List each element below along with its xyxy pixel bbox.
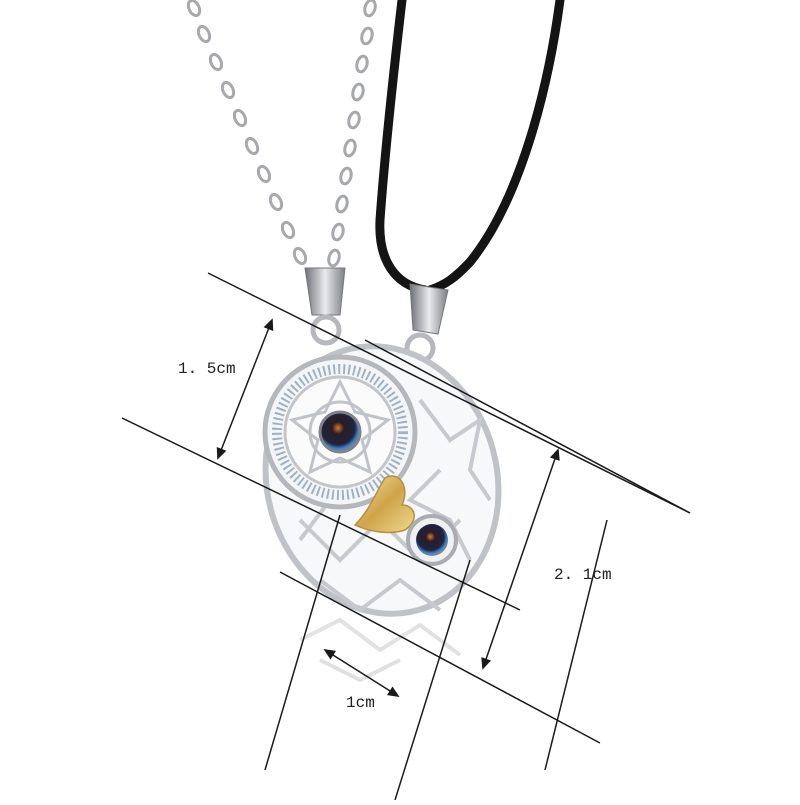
arrowhead-icon: [263, 318, 274, 331]
dimension-arrow: [324, 649, 399, 697]
dimension-guide-line: [394, 559, 471, 801]
gold-heart-clasp: [353, 475, 415, 534]
dimension-label-height-2-1cm: 2. 1cm: [554, 566, 612, 584]
projection-stone-large: [318, 410, 362, 454]
dimension-guide-line: [207, 272, 691, 514]
dimension-label-width-1cm: 1cm: [346, 694, 375, 712]
dimension-guide-line: [364, 339, 691, 514]
dimension-guide-line: [121, 417, 521, 611]
dimension-guide-lines: [121, 272, 691, 801]
arrowhead-icon: [549, 448, 560, 461]
arrowhead-icon: [216, 447, 227, 460]
dimension-label-height-1-5cm: 1. 5cm: [178, 360, 236, 378]
projection-stone-small: [406, 514, 458, 566]
arrowhead-icon: [481, 657, 492, 670]
silver-chain: [186, 0, 377, 268]
sun-medallion-pendant: [262, 354, 418, 510]
dimension-arrow: [217, 319, 273, 459]
pendant-reflection: [299, 617, 462, 683]
black-cord: [375, 0, 565, 295]
dimension-arrow: [482, 449, 559, 669]
dimension-guide-line: [264, 514, 341, 771]
cord-bail: [404, 283, 449, 364]
arrowhead-icon: [387, 686, 400, 697]
arrowhead-icon: [323, 649, 336, 660]
dimension-arrows: [216, 318, 560, 697]
silver-bail: [304, 267, 346, 346]
dimension-guide-line: [544, 519, 608, 771]
